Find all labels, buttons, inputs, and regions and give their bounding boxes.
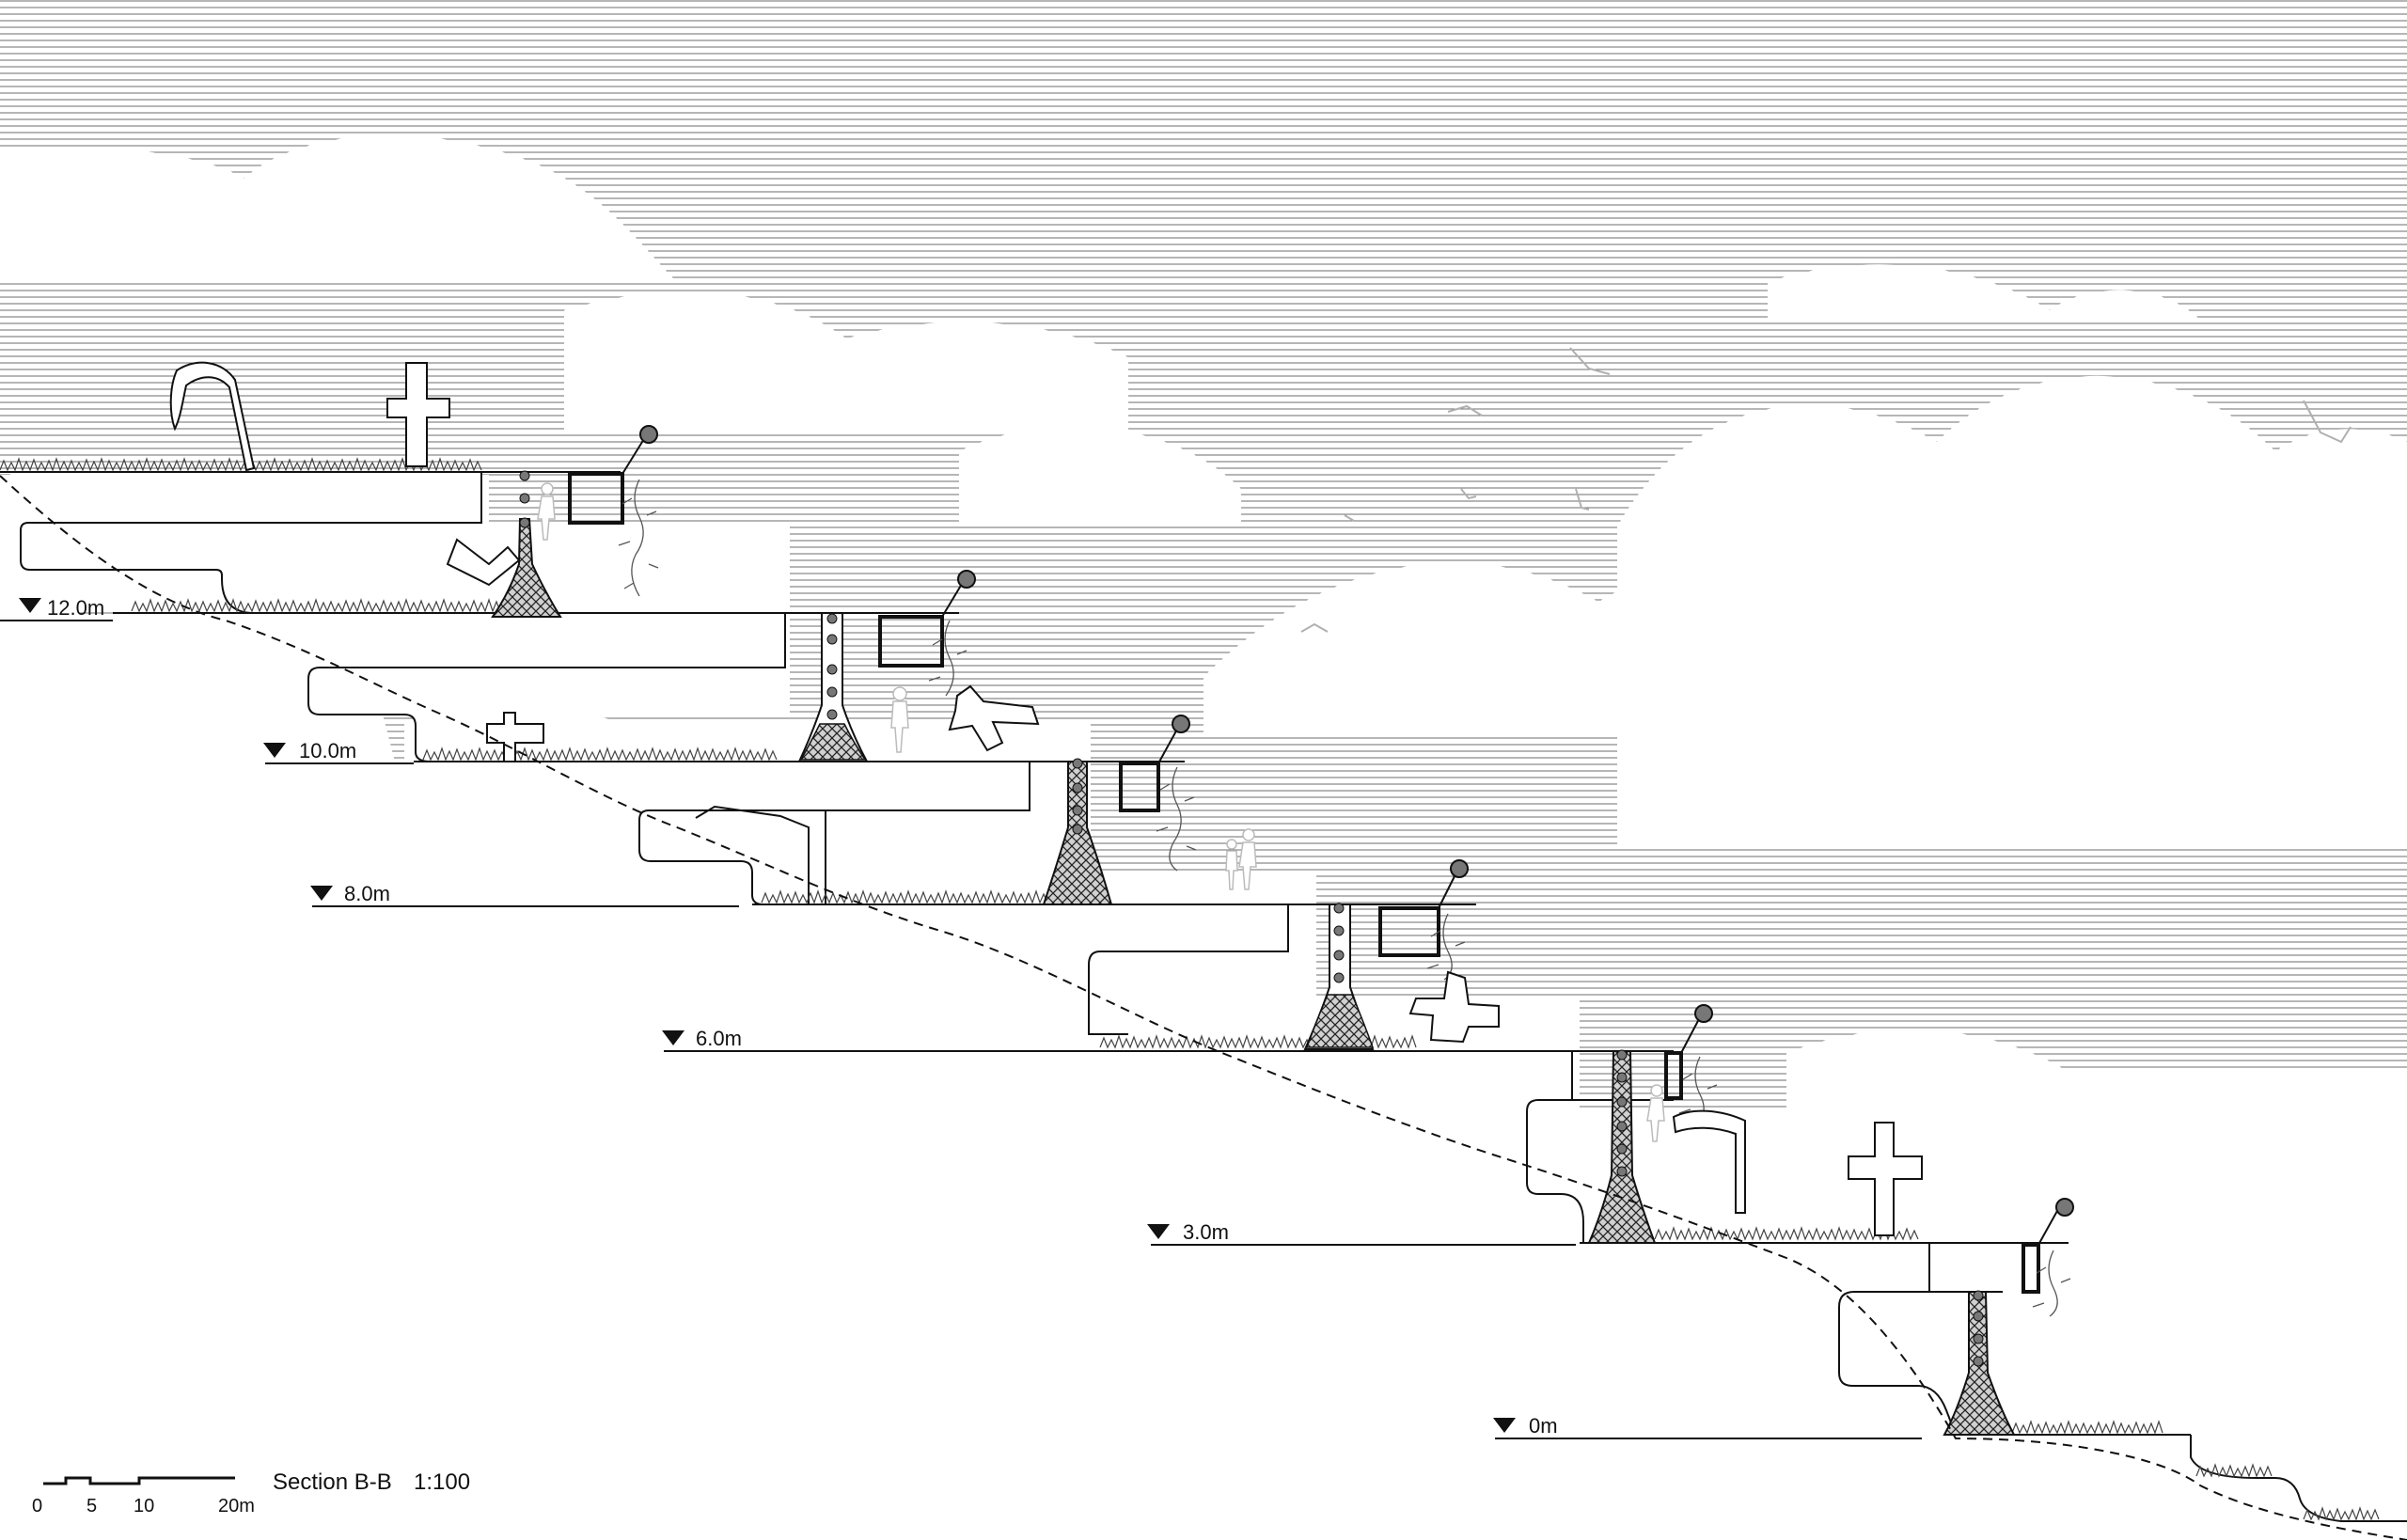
terrace-3m bbox=[1091, 1050, 1674, 1244]
bird-icon bbox=[1575, 488, 1590, 511]
birds bbox=[1300, 347, 2352, 633]
level-label: 8.0m bbox=[344, 882, 390, 905]
terrace-6m bbox=[752, 904, 1476, 1035]
climbing-plants bbox=[618, 479, 2071, 1317]
support-column bbox=[1587, 1049, 1657, 1244]
support-column bbox=[1303, 903, 1375, 1050]
drawing-caption: Section B-B 1:100 bbox=[273, 1469, 470, 1495]
terrace-8m bbox=[414, 761, 1185, 905]
level-marker-triangle-icon bbox=[662, 1030, 684, 1045]
lamp-icon bbox=[1664, 1004, 1713, 1100]
support-columns bbox=[491, 470, 2016, 1436]
person-figure bbox=[1238, 828, 1257, 890]
lamp-posts bbox=[568, 425, 2074, 1294]
caption-title: Section B-B bbox=[273, 1469, 392, 1495]
support-column bbox=[1042, 758, 1113, 905]
level-marker: 3.0m bbox=[1147, 1220, 1576, 1246]
lamp-icon bbox=[568, 425, 658, 525]
scale-bar: 0 5 10 20m bbox=[32, 1476, 255, 1516]
level-marker: 0m bbox=[1493, 1414, 1922, 1439]
lamp-icon bbox=[1119, 715, 1190, 812]
terrace-10m bbox=[113, 612, 959, 762]
level-marker-triangle-icon bbox=[263, 743, 286, 758]
bird-icon bbox=[1344, 514, 1355, 522]
level-marker-triangle-icon bbox=[310, 886, 333, 901]
caption-scale: 1:100 bbox=[414, 1469, 470, 1495]
cross-icon bbox=[446, 538, 521, 587]
person-figure bbox=[890, 686, 909, 753]
level-marker: 6.0m bbox=[662, 1027, 1091, 1052]
grass bbox=[0, 457, 2380, 1521]
scale-tick-label: 20m bbox=[218, 1496, 255, 1516]
person-figure bbox=[1646, 1084, 1665, 1142]
level-label: 0m bbox=[1529, 1414, 1558, 1438]
support-column bbox=[491, 470, 562, 618]
people bbox=[537, 482, 1665, 1142]
person-figure bbox=[537, 482, 556, 541]
level-label: 12.0m bbox=[47, 596, 104, 620]
cross-icon bbox=[1408, 970, 1500, 1044]
level-marker: 8.0m bbox=[310, 882, 739, 907]
cross-icon bbox=[1848, 1122, 1923, 1236]
lamp-icon bbox=[878, 570, 976, 668]
bird-icon bbox=[2303, 400, 2352, 444]
terrace-12m bbox=[0, 471, 621, 614]
lamp-icon bbox=[1378, 859, 1469, 957]
level-marker-triangle-icon bbox=[1493, 1418, 1516, 1433]
person-figure bbox=[1225, 839, 1238, 890]
level-marker: 12.0m bbox=[0, 596, 113, 621]
level-markers: 12.0m 10.0m 8.0m 6.0m 3.0m 0m bbox=[0, 596, 1922, 1439]
cross-icon bbox=[486, 712, 544, 762]
grave-markers bbox=[169, 361, 1923, 1236]
scale-tick-label: 5 bbox=[87, 1496, 97, 1516]
bird-icon bbox=[1460, 488, 1477, 500]
level-marker: 10.0m bbox=[263, 739, 414, 764]
bird-icon bbox=[1447, 404, 1483, 416]
lamp-icon bbox=[2022, 1198, 2074, 1294]
scythe-icon bbox=[169, 361, 256, 472]
level-label: 3.0m bbox=[1183, 1220, 1229, 1244]
cross-icon bbox=[386, 362, 450, 467]
support-column bbox=[1943, 1290, 2016, 1436]
scale-tick-label: 10 bbox=[134, 1496, 154, 1516]
terraces bbox=[0, 471, 2407, 1522]
level-marker-triangle-icon bbox=[1147, 1224, 1170, 1239]
level-marker-triangle-icon bbox=[19, 598, 41, 613]
level-label: 10.0m bbox=[299, 739, 356, 762]
support-column bbox=[797, 612, 869, 762]
level-label: 6.0m bbox=[696, 1027, 742, 1050]
scythe-icon bbox=[1672, 1109, 1746, 1214]
cross-icon bbox=[948, 684, 1040, 752]
bird-icon bbox=[1569, 347, 1611, 375]
bird-icon bbox=[1300, 622, 1329, 633]
scale-tick-label: 0 bbox=[32, 1496, 42, 1516]
terrace-0m bbox=[1580, 1242, 2191, 1436]
